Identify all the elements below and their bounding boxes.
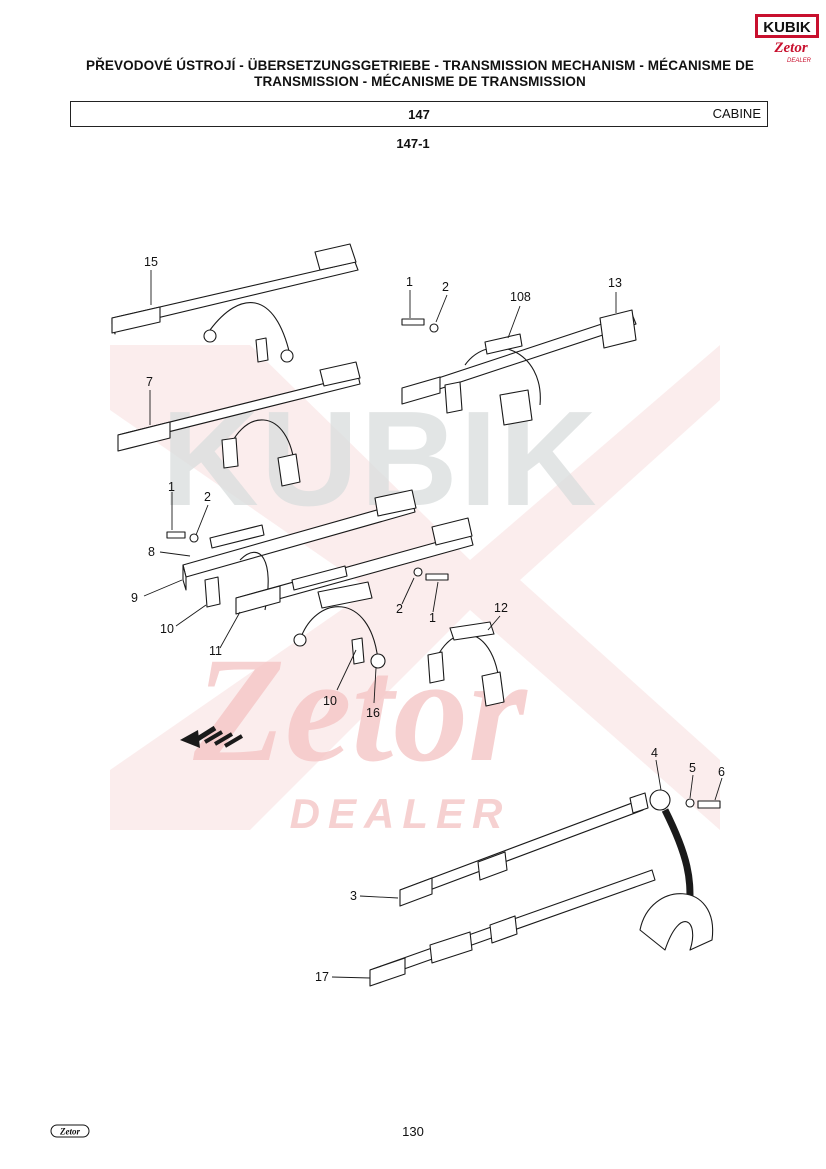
callout-labels: 15 1 2 108 13 7 1 2 8 9 10 11 2 1 12 10 … [131,255,725,984]
callout-10-bottom: 10 [323,694,337,708]
footer-logo-text: Zetor [59,1127,80,1137]
callout-6: 6 [718,765,725,779]
logo-subbrand-text: Zetor [773,40,807,56]
shift-rail-7 [117,361,361,487]
callout-16: 16 [366,706,380,720]
kubik-zetor-logo: KUBIK Zetor DEALER [755,14,819,64]
leader-lines [143,270,723,979]
page-number: 130 [402,1124,424,1139]
logo-dealer-text: DEALER [787,58,812,64]
callout-2-right: 2 [396,602,403,616]
callout-13: 13 [608,276,622,290]
shift-fork-12 [427,621,505,707]
callout-1-right: 1 [429,611,436,625]
title-line-1: PŘEVODOVÉ ÚSTROJÍ - ÜBERSETZUNGSGETRIEBE… [85,58,755,73]
callout-15: 15 [144,255,158,269]
callout-2-top: 2 [442,280,449,294]
shift-rail-17 [369,869,656,987]
callout-8: 8 [148,545,155,559]
callout-9: 9 [131,591,138,605]
callout-1-mid: 1 [168,480,175,494]
section-name: CABINE [712,106,761,121]
watermark-dealer: DEALER [290,790,511,837]
shift-lever-4 [639,789,714,951]
bolt-washer-set-mid [166,531,199,543]
shift-rail-8 [182,489,417,611]
callout-10-left: 10 [160,622,174,636]
callout-108: 108 [510,290,531,304]
direction-arrow-icon [180,725,244,748]
callout-1-top: 1 [406,275,413,289]
callout-2-mid: 2 [204,490,211,504]
callout-4: 4 [651,746,658,760]
callout-11: 11 [209,644,222,658]
figure-reference: 147-1 [396,136,430,151]
shift-rail-3 [399,792,649,907]
bolt-washer-set-top [401,318,439,333]
page-title: PŘEVODOVÉ ÚSTROJÍ - ÜBERSETZUNGSGETRIEBE… [70,58,770,90]
shift-rail-11 [235,517,474,669]
callout-5: 5 [689,761,696,775]
logo-brand-text: KUBIK [763,19,811,36]
bolt-washer-set-lever [685,798,721,809]
footer-zetor-logo: Zetor [50,1124,90,1138]
shift-rail-15 [111,243,359,363]
section-header-box: 147 CABINE [70,101,768,127]
shift-rail-13 [401,309,637,426]
title-line-2: TRANSMISSION - MÉCANISME DE TRANSMISSION [254,74,586,89]
callout-3: 3 [350,889,357,903]
section-number: 147 [408,107,430,122]
bolt-washer-set-right [413,567,449,581]
callout-7: 7 [146,375,153,389]
callout-17: 17 [315,970,329,984]
callout-12: 12 [494,601,508,615]
